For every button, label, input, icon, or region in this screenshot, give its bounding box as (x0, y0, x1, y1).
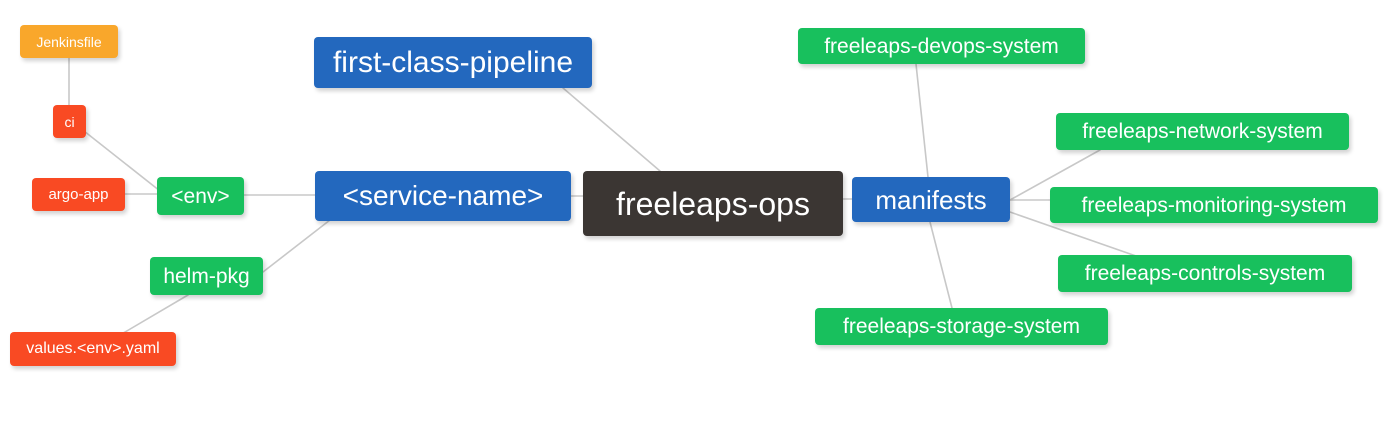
mindmap-node-freeleaps-controls-system[interactable]: freeleaps-controls-system (1058, 255, 1352, 292)
mindmap-node-label: Jenkinsfile (36, 33, 102, 50)
mindmap-node-argo-app[interactable]: argo-app (32, 178, 125, 211)
edge-service-name-to-helm-pkg (262, 219, 331, 273)
mindmap-node-freeleaps-monitoring-system[interactable]: freeleaps-monitoring-system (1050, 187, 1378, 223)
mindmap-node-label: freeleaps-ops (616, 185, 810, 222)
mindmap-node-label: freeleaps-network-system (1082, 120, 1323, 143)
edge-manifests-to-freeleaps-storage-system (929, 221, 953, 309)
mindmap-node-label: <env> (171, 184, 230, 208)
mindmap-node-values-yaml[interactable]: values.<env>.yaml (10, 332, 176, 366)
mindmap-node-freeleaps-ops[interactable]: freeleaps-ops (583, 171, 843, 236)
mindmap-node-label: freeleaps-controls-system (1084, 262, 1326, 285)
mindmap-node-service-name[interactable]: <service-name> (315, 171, 571, 221)
edge-helm-pkg-to-values-yaml (119, 294, 189, 336)
mindmap-node-label: freeleaps-devops-system (824, 34, 1059, 58)
edge-manifests-to-freeleaps-devops-system (915, 63, 929, 178)
edge-first-class-pipeline-to-freeleaps-ops (562, 87, 661, 172)
mindmap-node-env[interactable]: <env> (157, 177, 244, 215)
mindmap-node-label: ci (64, 113, 75, 130)
mindmap-node-ci[interactable]: ci (53, 105, 86, 138)
mindmap-node-label: argo-app (48, 186, 109, 203)
mindmap-node-label: freeleaps-storage-system (843, 315, 1080, 338)
mindmap-node-jenkinsfile[interactable]: Jenkinsfile (20, 25, 118, 58)
mindmap-node-label: freeleaps-monitoring-system (1081, 193, 1347, 217)
mindmap-node-label: manifests (875, 184, 987, 215)
mindmap-node-label: <service-name> (342, 180, 544, 211)
mindmap-node-helm-pkg[interactable]: helm-pkg (150, 257, 263, 295)
mindmap-node-first-class-pipeline[interactable]: first-class-pipeline (314, 37, 592, 88)
mindmap-node-freeleaps-devops-system[interactable]: freeleaps-devops-system (798, 28, 1085, 64)
mindmap-node-label: values.<env>.yaml (26, 340, 160, 357)
mindmap-node-freeleaps-storage-system[interactable]: freeleaps-storage-system (815, 308, 1108, 345)
mindmap-node-label: helm-pkg (163, 264, 250, 288)
mindmap-node-manifests[interactable]: manifests (852, 177, 1010, 222)
mindmap-node-freeleaps-network-system[interactable]: freeleaps-network-system (1056, 113, 1349, 150)
mindmap-node-label: first-class-pipeline (332, 45, 574, 79)
